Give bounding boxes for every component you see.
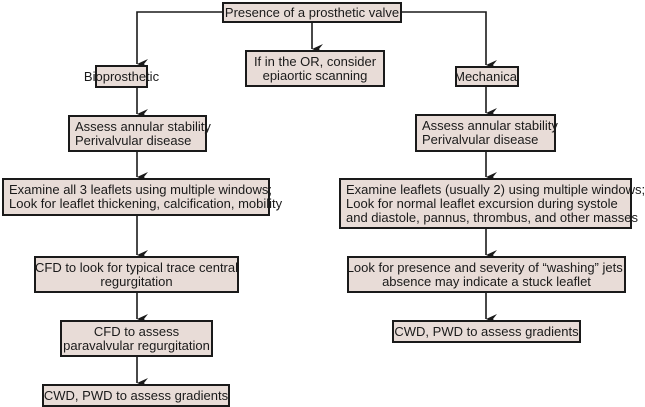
left-step-2-line-2: regurgitation (100, 273, 173, 289)
right-step-2-line-2: absence may indicate a stuck leaflet (382, 273, 591, 289)
left-step-0-line-1: Assess annular stability (75, 118, 211, 134)
right-step-0-line-1: Assess annular stability (422, 118, 558, 133)
right-step-gradients: CWD, PWD to assess gradients (392, 320, 581, 343)
left-step-examine-leaflets: Examine all 3 leaflets using multiple wi… (2, 178, 282, 216)
left-step-gradients: CWD, PWD to assess gradients (42, 384, 230, 407)
or-note-line-2: epiaortic scanning (262, 67, 368, 83)
right-step-examine-leaflets: Examine leaflets (usually 2) using multi… (339, 178, 645, 229)
or-note-node: If in the OR, consider epiaortic scannin… (245, 50, 385, 87)
right-step-assess-annular: Assess annular stability Perivalvular di… (415, 114, 558, 152)
right-step-0-line-2: Perivalvular disease (422, 132, 539, 147)
left-step-cfd-paravalvular: CFD to assess paravalvular regurgitation (60, 320, 213, 357)
mechanical-node: Mechanical (454, 66, 520, 87)
bioprosthetic-node: Bioprosthetic (84, 65, 159, 88)
left-step-3-line-2: paravalvular regurgitation (63, 337, 210, 353)
left-step-assess-annular: Assess annular stability Perivalvular di… (68, 115, 211, 152)
left-step-1-line-2: Look for leaflet thickening, calcificati… (9, 196, 283, 211)
left-step-0-line-2: Perivalvular disease (75, 132, 192, 148)
right-step-3-line-1: CWD, PWD to assess gradients (394, 323, 579, 339)
left-step-cfd-central: CFD to look for typical trace central re… (34, 256, 239, 293)
mechanical-title: Mechanical (454, 68, 520, 84)
bioprosthetic-title: Bioprosthetic (83, 68, 160, 84)
connector-root-to-mechanical (401, 11, 497, 70)
left-step-2-line-1: CFD to look for typical trace central (34, 259, 239, 275)
connector-root-to-bioprosthetic (136, 11, 222, 69)
right-step-1-line-3: and diastole, pannus, thrombus, and othe… (346, 209, 638, 225)
left-step-1-line-1: Examine all 3 leaflets using multiple wi… (9, 182, 273, 197)
right-step-1-line-2: Look for normal leaflet excursion during… (346, 195, 618, 211)
or-note-line-1: If in the OR, consider (253, 53, 377, 69)
right-step-2-line-1: Look for presence and severity of “washi… (346, 259, 627, 275)
root-node: Presence of a prosthetic valve (222, 2, 402, 23)
right-step-1-line-1: Examine leaflets (usually 2) using multi… (346, 181, 645, 197)
right-step-washing-jets: Look for presence and severity of “washi… (347, 256, 626, 293)
left-step-4-line-1: CWD, PWD to assess gradients (43, 387, 229, 403)
root-node-text: Presence of a prosthetic valve (224, 4, 400, 20)
left-step-3-line-1: CFD to assess (93, 323, 180, 339)
